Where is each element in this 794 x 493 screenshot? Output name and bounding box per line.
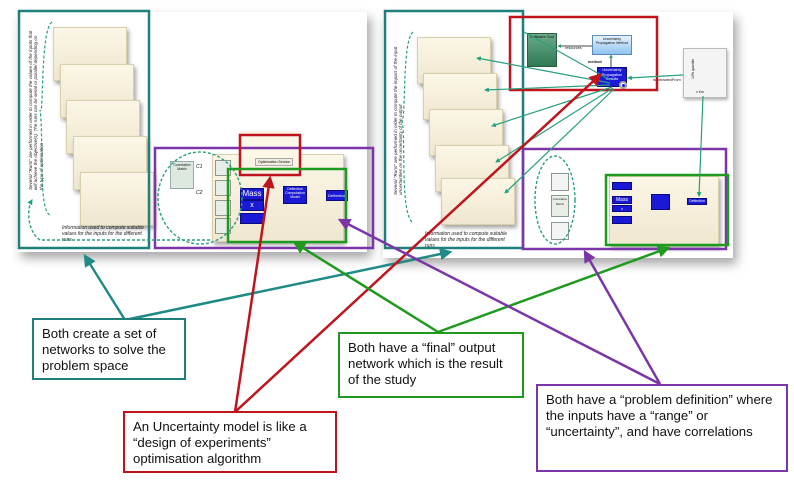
- callout-uncertainty-model-text: An Uncertainty model is like a “design o…: [133, 419, 307, 466]
- left-green-frame: [226, 167, 348, 244]
- left-correlation-matrix: Correlation Matrix: [170, 161, 194, 189]
- callout-uncertainty-model: An Uncertainty model is like a “design o…: [123, 411, 337, 473]
- right-dashed-brace: [401, 31, 414, 223]
- left-dashed-feedback: [27, 199, 210, 241]
- left-purple-frame: [153, 146, 375, 250]
- purple-callout-arrow-right: [583, 249, 662, 385]
- gear-icon: [619, 81, 627, 89]
- callout-networks-text: Both create a set of networks to solve t…: [42, 326, 166, 373]
- link-chart-deflection: [696, 95, 704, 197]
- is-extracted-from-label: isExtractedFrom: [653, 78, 681, 82]
- right-mass-node: Mass: [612, 196, 632, 204]
- x-axis-label: x Km: [696, 90, 704, 94]
- left-info-note: Information used to compute suitable val…: [62, 225, 144, 243]
- right-x-node: x: [612, 205, 632, 212]
- callout-final-output-text: Both have a “final” output network which…: [348, 340, 503, 387]
- left-deflection-computation-node: Deflection Computation Model: [283, 186, 307, 204]
- red-callout-arrow-right: [234, 73, 602, 413]
- method-label: method: [588, 60, 602, 64]
- right-dashed-ellipse: [534, 155, 576, 245]
- link-result-run-4: [495, 87, 614, 163]
- left-red-frame: [238, 133, 302, 177]
- left-deflection-node: Deflection: [326, 190, 348, 201]
- right-info-note: Information used to compute suitable val…: [425, 231, 507, 249]
- link-result-run-5: [504, 88, 615, 194]
- left-optimisation-service-label: Optimisation Service: [255, 158, 294, 166]
- right-distribution-input-1: [551, 173, 569, 191]
- right-input-node-1: [612, 182, 632, 190]
- link-chart-result: [627, 74, 684, 81]
- link-result-run-3: [491, 86, 613, 128]
- purple-callout-arrow-left: [337, 218, 661, 386]
- right-green-frame: [604, 173, 730, 247]
- left-x-node: x: [240, 200, 264, 211]
- left-c2-label: C2: [196, 190, 203, 196]
- right-red-frame: [508, 15, 659, 92]
- right-input-node-2: [612, 216, 632, 224]
- callout-final-output: Both have a “final” output network which…: [338, 332, 524, 398]
- right-purple-frame: [521, 147, 728, 251]
- callout-problem-definition-text: Both have a “problem definition” where t…: [546, 392, 773, 439]
- link-result-run-1: [476, 56, 611, 84]
- callout-networks: Both create a set of networks to solve t…: [32, 318, 186, 380]
- network-run-5: [80, 172, 154, 226]
- link-result-teal-corner: [523, 31, 611, 81]
- green-callout-arrow-right: [437, 245, 671, 334]
- right-deflection-node: Deflection: [687, 198, 707, 205]
- left-dashed-ellipse: [157, 151, 243, 245]
- red-callout-arrow-left: [233, 175, 275, 413]
- network-run-5: [441, 178, 515, 225]
- distribution-chart-block: 10% quantile x Km: [683, 48, 727, 98]
- right-computation-node: [651, 194, 670, 210]
- uncertainty-method-label: Uncertainty Propagation Method: [595, 37, 629, 46]
- right-correlation-matrix-label: Correlation Matrix: [552, 197, 568, 206]
- right-teal-frame: [383, 9, 525, 250]
- resources-label: resources: [565, 46, 582, 50]
- left-c1-label: C1: [196, 164, 203, 170]
- callout-problem-definition: Both have a “problem definition” where t…: [536, 384, 788, 472]
- left-correlation-matrix-label: Correlation Matrix: [173, 163, 191, 171]
- left-mass-node: Mass: [240, 188, 264, 200]
- left-teal-frame: [17, 9, 151, 250]
- software-tool-label: Software Tool: [529, 34, 555, 39]
- green-callout-arrow-left: [292, 241, 439, 334]
- right-correlation-matrix: Correlation Matrix: [551, 195, 569, 217]
- left-dashed-brace: [39, 21, 53, 216]
- teal-callout-arrow-left: [83, 253, 127, 321]
